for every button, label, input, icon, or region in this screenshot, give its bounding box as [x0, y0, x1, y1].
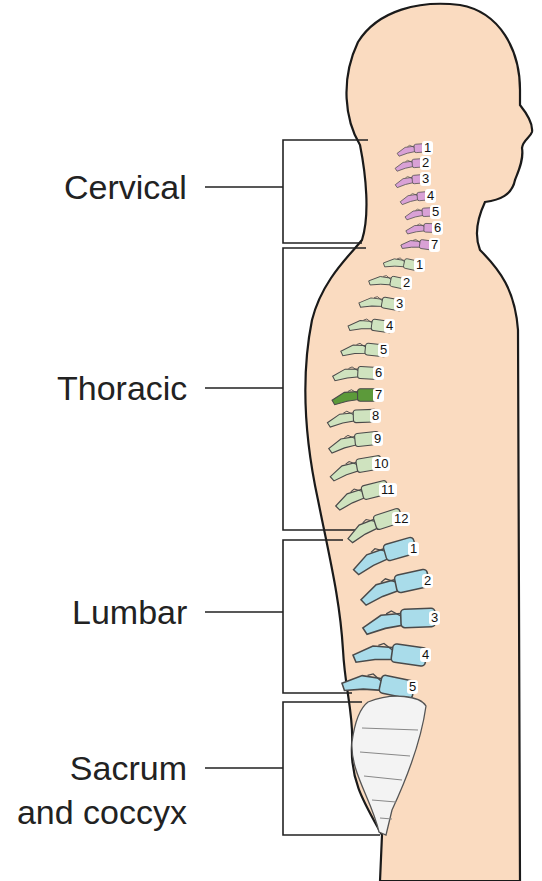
region-label: Thoracic — [57, 366, 187, 410]
vertebra-number: 2 — [401, 276, 412, 290]
vertebra-number: 4 — [420, 648, 431, 662]
vertebra-number: 12 — [392, 512, 410, 526]
vertebra-number: 6 — [432, 221, 443, 235]
cervical-bracket — [205, 140, 368, 243]
body-silhouette — [305, 4, 532, 881]
vertebra-number: 1 — [408, 542, 419, 556]
vertebra — [352, 638, 427, 672]
vertebra-number: 9 — [372, 432, 383, 446]
vertebra — [358, 569, 432, 606]
vertebra-number: 7 — [373, 388, 384, 402]
vertebra-number: 2 — [422, 574, 433, 588]
lumbar-vertebrae — [341, 537, 436, 705]
vertebra-number: 5 — [407, 680, 418, 694]
vertebra-number: 8 — [370, 409, 381, 423]
vertebra-number: 3 — [394, 297, 405, 311]
vertebra-number: 4 — [425, 189, 436, 203]
sacrum-segments — [360, 728, 418, 819]
vertebra-number: 10 — [372, 457, 390, 471]
vertebra-number: 6 — [373, 366, 384, 380]
vertebra — [362, 608, 435, 634]
thoracic-vertebrae — [327, 254, 423, 544]
sacrum-bracket — [205, 702, 380, 835]
thoracic-bracket — [205, 248, 370, 530]
vertebra-number: 5 — [430, 205, 441, 219]
cervical-vertebrae — [395, 143, 441, 253]
vertebra-number: 3 — [429, 611, 440, 625]
sacrum-bone — [352, 696, 426, 835]
vertebra-number: 1 — [414, 258, 425, 272]
lumbar-bracket — [205, 540, 352, 693]
vertebra-number: 3 — [420, 172, 431, 186]
region-label: Cervical — [64, 165, 187, 209]
vertebra-number: 1 — [422, 141, 433, 155]
vertebra-number: 4 — [384, 319, 395, 333]
vertebra-number: 5 — [378, 343, 389, 357]
vertebra-number: 2 — [420, 156, 431, 170]
region-label: Lumbar — [72, 590, 187, 634]
vertebra-number: 11 — [379, 483, 397, 497]
region-label: Sacrum and coccyx — [10, 746, 187, 834]
vertebra-number: 7 — [429, 238, 440, 252]
vertebra — [349, 537, 418, 576]
